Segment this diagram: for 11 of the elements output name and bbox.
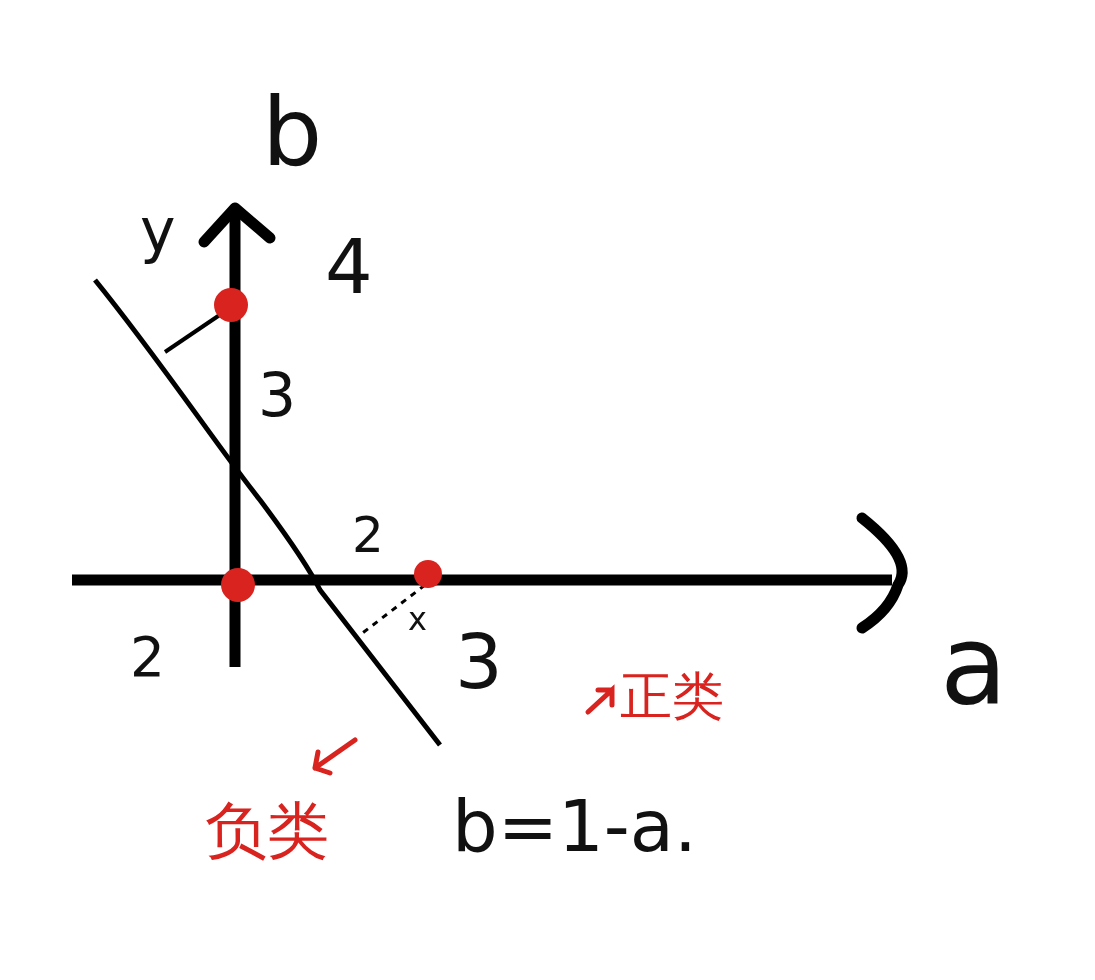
class-label: 正类: [620, 670, 724, 722]
class-label: 负类: [205, 800, 329, 862]
number-label: 2: [130, 630, 165, 685]
number-label: 3: [258, 365, 297, 425]
number-label: 2: [352, 510, 384, 560]
axis-label: b: [262, 85, 323, 180]
equation-label: b=1-a.: [452, 790, 697, 862]
number-label: 4: [325, 230, 373, 305]
number-label: 3: [455, 625, 503, 700]
axis-label: a: [940, 610, 1008, 720]
axis-label: x: [408, 603, 427, 635]
